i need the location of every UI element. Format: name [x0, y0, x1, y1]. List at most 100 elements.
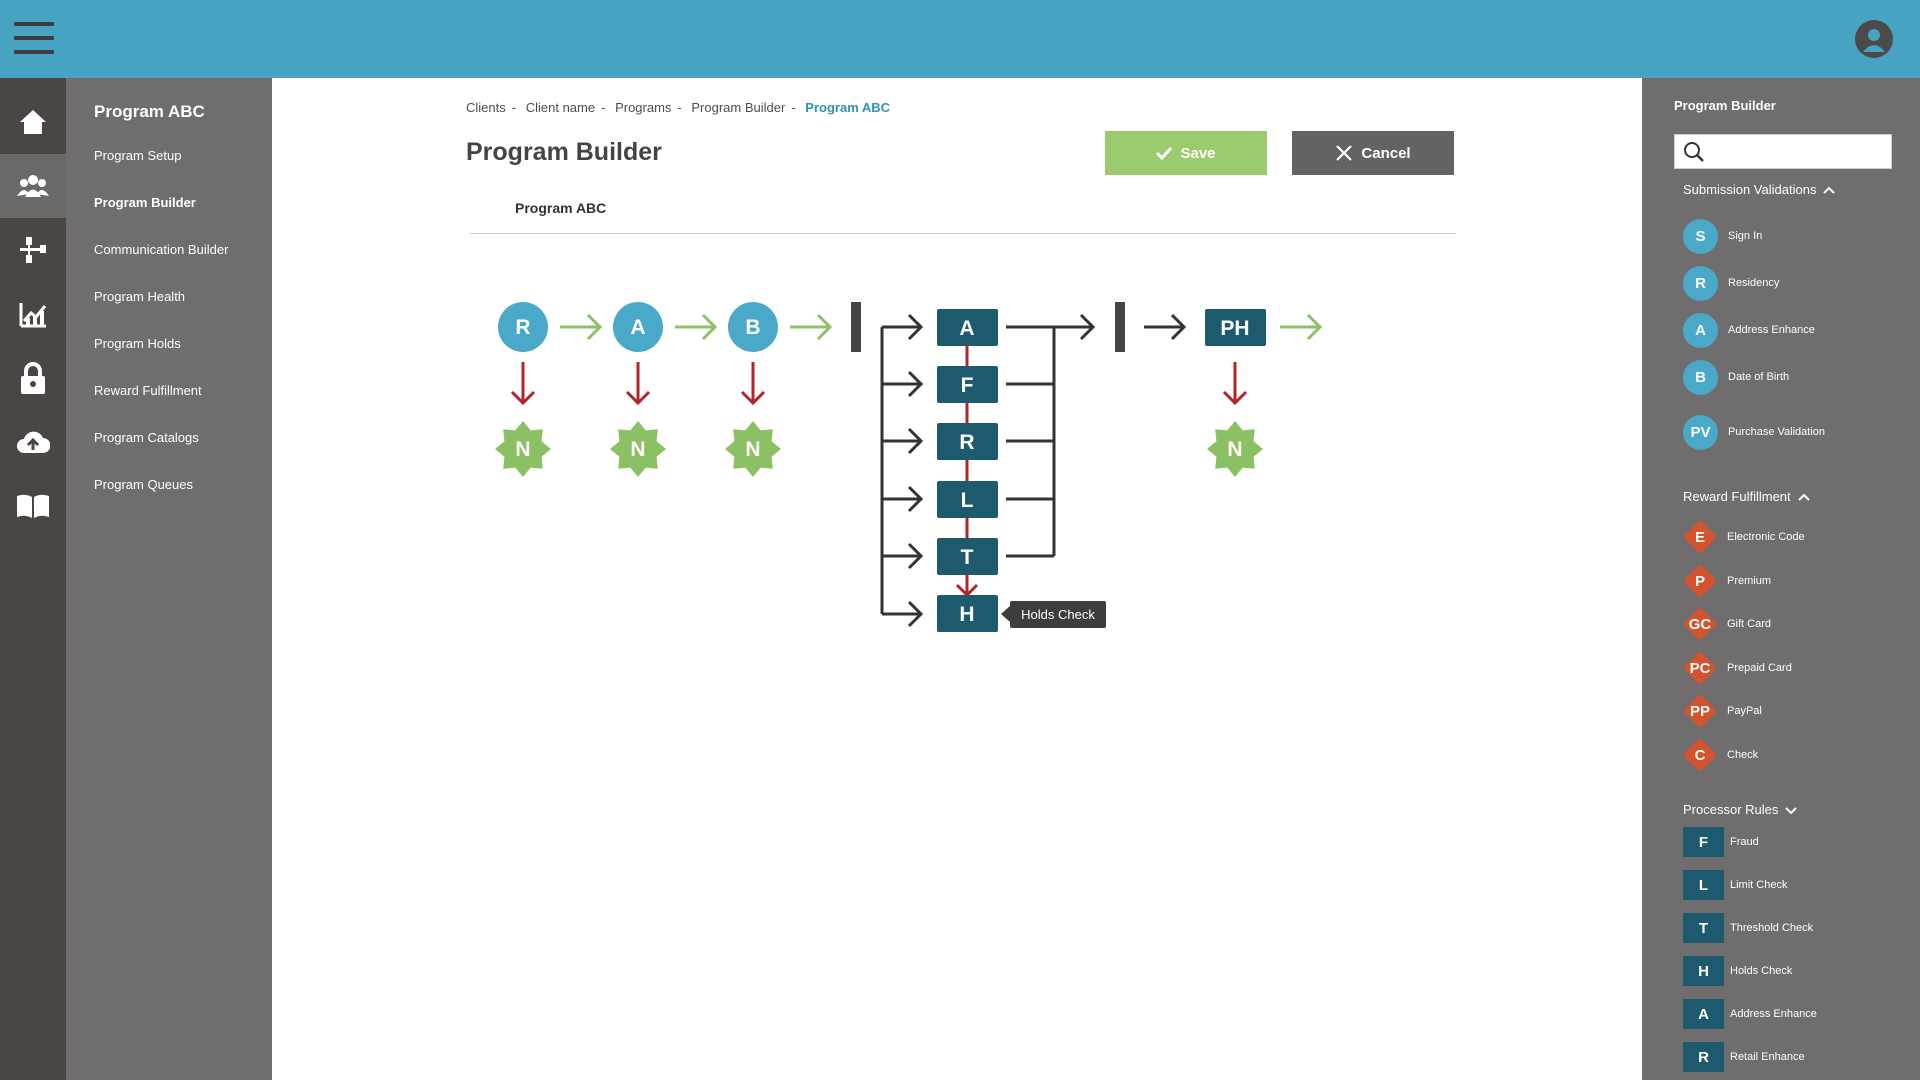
fulfillment-badge: PP	[1683, 694, 1717, 728]
flow-icon[interactable]	[0, 218, 66, 282]
breadcrumb-program-builder[interactable]: Program Builder	[691, 100, 786, 115]
processor-node[interactable]: F	[937, 366, 998, 403]
breadcrumb-clients[interactable]: Clients	[466, 100, 506, 115]
validation-badge: R	[1683, 265, 1718, 301]
svg-text:T: T	[961, 546, 974, 569]
chevron-up-icon	[1823, 186, 1836, 194]
processor-node[interactable]: L	[937, 481, 998, 518]
book-icon[interactable]	[0, 474, 66, 538]
search-icon	[1684, 142, 1704, 162]
fulfillment-badge: PC	[1683, 651, 1717, 685]
validation-node[interactable]: R	[498, 302, 548, 352]
panel-title: Program Builder	[1674, 98, 1776, 113]
page-title: Program Builder	[466, 138, 662, 166]
gate-bar	[1115, 302, 1125, 352]
svg-text:L: L	[961, 489, 974, 512]
svg-text:N: N	[745, 438, 760, 461]
svg-text:PH: PH	[1220, 317, 1249, 340]
builder-palette-panel: Program Builder Submission Validations S…	[1642, 78, 1920, 1080]
item-label: Gift Card	[1727, 618, 1772, 630]
svg-text:R: R	[959, 431, 974, 454]
hamburger-menu-icon[interactable]	[14, 22, 54, 56]
palette-item[interactable]: R Residency	[1683, 265, 1779, 301]
item-label: Threshold Check	[1730, 922, 1814, 934]
purchase-node[interactable]: PH	[1205, 309, 1266, 346]
top-bar	[0, 0, 1920, 78]
fulfillment-badge: GC	[1683, 607, 1717, 641]
upload-cloud-icon[interactable]	[0, 410, 66, 474]
fulfillment-badge: C	[1683, 738, 1717, 772]
item-label: Check	[1727, 749, 1759, 761]
chevron-up-icon	[1797, 493, 1810, 501]
palette-item[interactable]: T Threshold Check	[1683, 910, 1813, 946]
nav-item-program-catalogs[interactable]: Program Catalogs	[94, 430, 199, 445]
svg-text:A: A	[630, 316, 645, 339]
palette-item[interactable]: C Check	[1683, 737, 1759, 773]
breadcrumb-programs[interactable]: Programs	[615, 100, 672, 115]
item-label: Premium	[1727, 575, 1772, 587]
search-input[interactable]	[1709, 135, 1889, 168]
processor-node[interactable]: H	[937, 595, 998, 632]
nav-item-program-queues[interactable]: Program Queues	[94, 477, 193, 492]
cancel-button[interactable]: Cancel	[1292, 131, 1454, 175]
notification-node[interactable]: N	[495, 421, 551, 477]
fulfillment-badge: E	[1683, 520, 1717, 554]
item-label: Prepaid Card	[1727, 662, 1792, 674]
analytics-icon[interactable]	[0, 282, 66, 346]
lock-icon[interactable]	[0, 346, 66, 410]
processor-badge: A	[1683, 999, 1724, 1029]
section-submission-validations[interactable]: Submission Validations	[1683, 182, 1836, 197]
processor-node[interactable]: A	[937, 309, 998, 346]
palette-item[interactable]: GC Gift Card	[1683, 606, 1771, 642]
breadcrumb-current: Program ABC	[805, 100, 891, 115]
breadcrumb-client-name[interactable]: Client name	[525, 100, 596, 115]
nav-item-program-health[interactable]: Program Health	[94, 289, 186, 304]
processor-node[interactable]: T	[937, 538, 998, 575]
item-label: Retail Enhance	[1730, 1051, 1805, 1063]
section-reward-fulfillment[interactable]: Reward Fulfillment	[1683, 489, 1810, 504]
validation-node[interactable]: A	[613, 302, 663, 352]
notification-node[interactable]: N	[725, 421, 781, 477]
home-icon[interactable]	[0, 90, 66, 154]
section-processor-rules[interactable]: Processor Rules	[1683, 802, 1798, 817]
processor-badge: T	[1683, 913, 1724, 943]
palette-item[interactable]: PC Prepaid Card	[1683, 650, 1792, 686]
nav-item-program-setup[interactable]: Program Setup	[94, 148, 182, 163]
close-icon	[1336, 145, 1353, 161]
notification-node[interactable]: N	[1207, 421, 1263, 477]
notification-node[interactable]: N	[610, 421, 666, 477]
nav-item-program-holds[interactable]: Program Holds	[94, 336, 181, 351]
svg-text:Holds Check: Holds Check	[1021, 607, 1095, 622]
svg-text:F: F	[961, 374, 974, 397]
item-label: Address Enhance	[1728, 324, 1815, 336]
cancel-button-label: Cancel	[1361, 144, 1411, 162]
save-button[interactable]: Save	[1105, 131, 1267, 175]
nav-item-reward-fulfillment[interactable]: Reward Fulfillment	[94, 383, 202, 398]
program-name-heading: Program ABC	[515, 200, 607, 216]
nav-item-program-builder[interactable]: Program Builder	[94, 195, 196, 210]
processor-badge: F	[1683, 827, 1724, 857]
item-label: Residency	[1728, 277, 1780, 289]
program-flow-canvas: R A B N N N N	[495, 302, 1323, 632]
item-label: Purchase Validation	[1728, 426, 1826, 438]
processor-node[interactable]: R	[937, 423, 998, 460]
program-nav-panel: Program ABC Program Setup Program Builde…	[66, 78, 272, 1080]
branch-connector	[880, 313, 1187, 628]
fail-arrow	[510, 362, 1248, 406]
user-avatar-icon[interactable]	[1855, 20, 1893, 58]
validation-node[interactable]: B	[728, 302, 778, 352]
nav-item-communication-builder[interactable]: Communication Builder	[94, 242, 229, 257]
users-icon[interactable]	[0, 154, 66, 218]
